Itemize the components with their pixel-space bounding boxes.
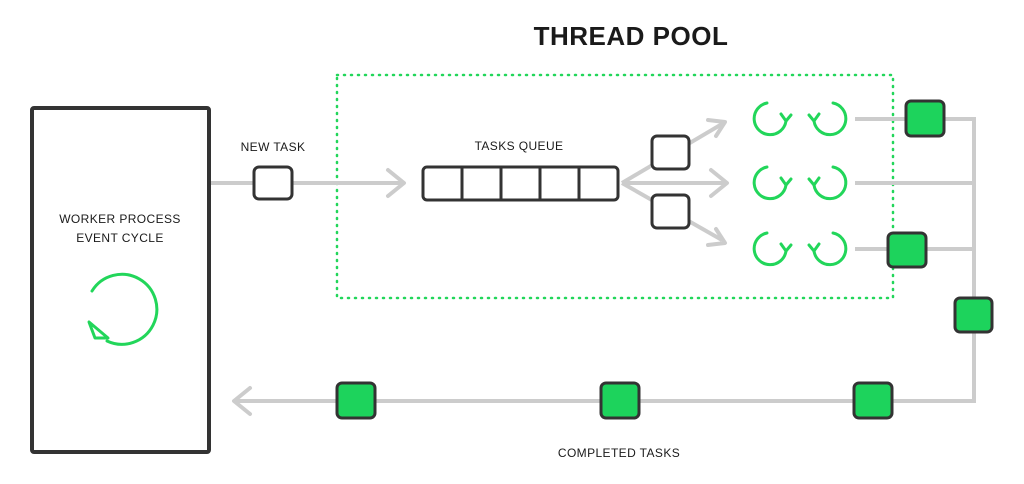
completed-tasks-label: COMPLETED TASKS bbox=[558, 446, 680, 460]
thread-icon bbox=[807, 165, 848, 201]
thread-icon bbox=[752, 101, 793, 137]
diagram-title: THREAD POOL bbox=[534, 21, 729, 51]
tasks-queue-label: TASKS QUEUE bbox=[475, 139, 564, 153]
completed-task-box bbox=[599, 381, 641, 420]
worker-process-label: WORKER PROCESS bbox=[59, 212, 181, 226]
new-task-arrowhead bbox=[386, 168, 406, 198]
completed-task-box bbox=[335, 381, 377, 420]
dispatched-task-box bbox=[650, 134, 691, 171]
thread-icon bbox=[807, 101, 848, 137]
new-task-label: NEW TASK bbox=[241, 140, 306, 154]
completed-task-box bbox=[953, 296, 994, 334]
event-cycle-icon bbox=[87, 272, 159, 346]
event-cycle-label: EVENT CYCLE bbox=[76, 231, 164, 245]
worker-process-box bbox=[30, 106, 211, 454]
completed-task-box bbox=[904, 99, 946, 138]
thread-icon bbox=[807, 231, 848, 267]
completed-task-box bbox=[886, 231, 928, 269]
thread-pool-boundary bbox=[335, 73, 895, 300]
thread-output-lines bbox=[232, 117, 976, 416]
completed-task-box bbox=[852, 381, 894, 420]
new-task-box bbox=[252, 165, 294, 201]
dispatched-task-box bbox=[650, 193, 691, 230]
thread-icon bbox=[752, 231, 793, 267]
tasks-queue-frame bbox=[421, 165, 620, 202]
tasks-queue bbox=[421, 165, 620, 202]
thread-icon bbox=[752, 165, 793, 201]
